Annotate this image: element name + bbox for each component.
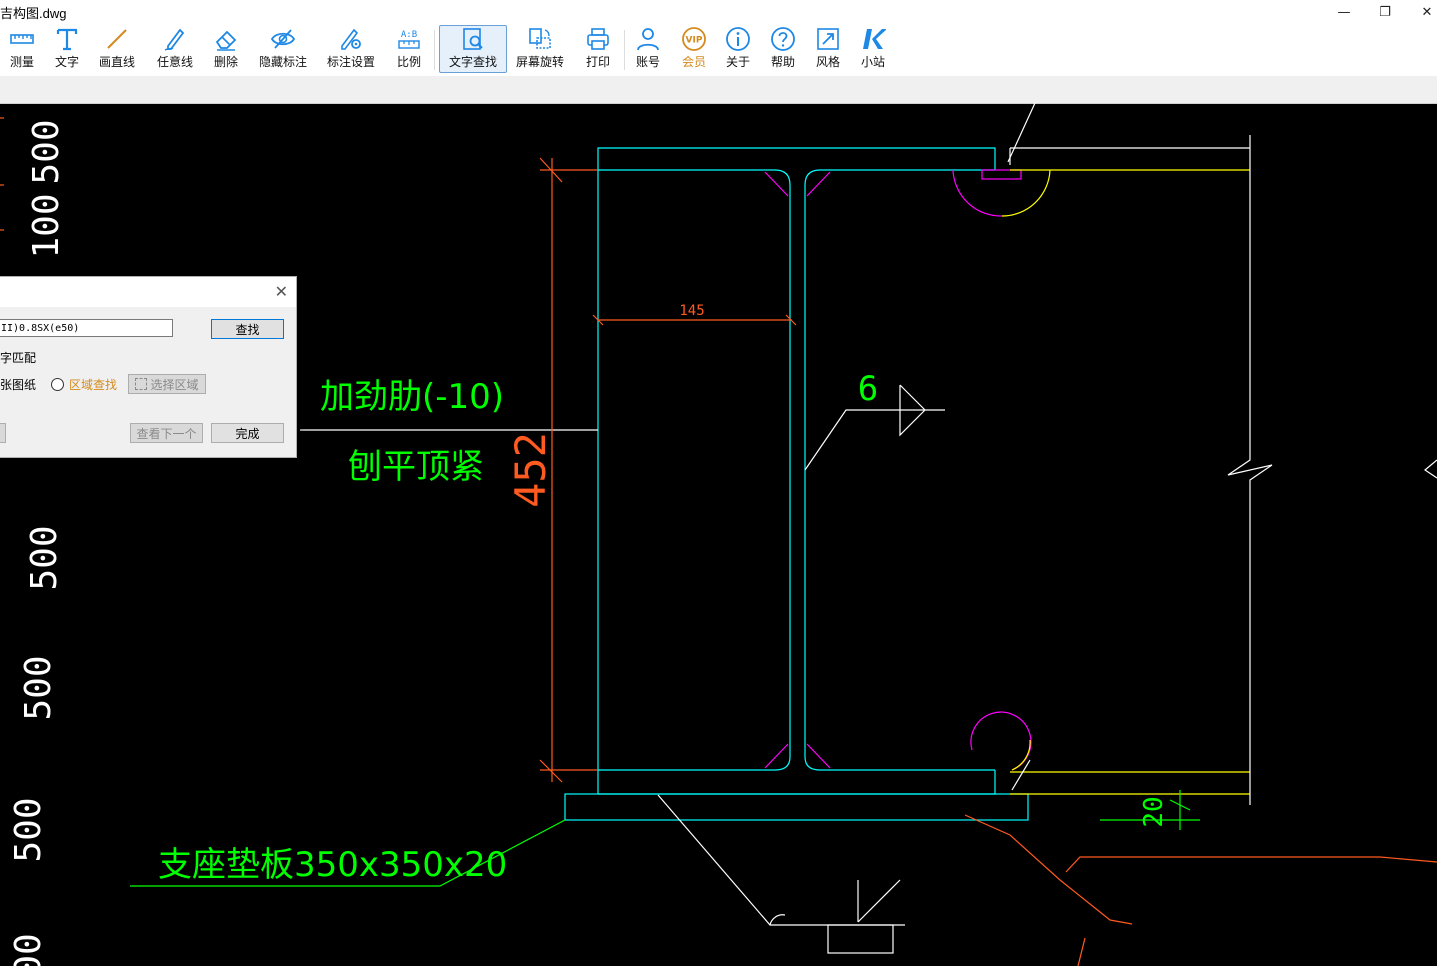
ruler-icon [10, 34, 34, 44]
left-dim-label: 100 [26, 193, 67, 258]
eraser-icon [215, 30, 237, 51]
printer-icon [587, 28, 609, 50]
minimize-button[interactable]: — [1337, 4, 1351, 20]
select-region-icon [135, 378, 148, 390]
toolbar-strip [0, 76, 1437, 104]
left-dim-label: 500 [26, 119, 67, 184]
document-search-icon [463, 28, 483, 50]
svg-text:VIP: VIP [686, 36, 703, 46]
region-search-label: 区域查找 [69, 378, 118, 392]
vip-tool-button[interactable]: VIP 会员 [676, 26, 712, 72]
previous-button[interactable] [0, 423, 6, 443]
gear-pen-icon [341, 28, 361, 50]
tool-label: 账号 [635, 55, 660, 69]
tool-label: 帮助 [770, 55, 795, 69]
tool-label: 小站 [860, 55, 885, 69]
print-tool-button[interactable]: 打印 [580, 26, 616, 72]
user-icon [637, 28, 659, 51]
tool-label: 画直线 [98, 55, 135, 69]
restore-button[interactable]: ❐ [1379, 4, 1391, 20]
left-dim-label: 00 [8, 933, 49, 966]
tool-label: 文字查找 [448, 55, 497, 69]
tool-label: 标注设置 [326, 55, 375, 69]
left-dim-label: 500 [8, 797, 49, 862]
expand-window-icon [817, 28, 839, 50]
pen-icon [164, 28, 185, 51]
text-t-icon [56, 28, 78, 51]
annotation-settings-tool-button[interactable]: 标注设置 [324, 26, 378, 72]
base-plate-label: 支座垫板350x350x20 [158, 845, 507, 885]
close-button[interactable]: ✕ [1421, 4, 1433, 20]
info-icon [726, 27, 750, 51]
screen-rotate-tool-button[interactable]: 屏幕旋转 [512, 26, 568, 72]
tool-label: 屏幕旋转 [515, 55, 564, 69]
dim-145-label: 145 [679, 303, 704, 319]
tool-label: 任意线 [156, 55, 193, 69]
tool-label: 会员 [681, 55, 706, 69]
text-tool-button[interactable]: 文字 [50, 26, 84, 72]
eye-hidden-icon [270, 29, 296, 49]
vip-badge-icon: VIP [682, 27, 706, 51]
dim-20-label: 20 [1139, 796, 1169, 827]
title-bar: 吉构图.dwg — ❐ ✕ [0, 0, 1437, 24]
k-logo-icon [863, 29, 886, 49]
hide-annotation-tool-button[interactable]: 隐藏标注 [256, 26, 310, 72]
whole-drawing-radio-label[interactable]: 整张图纸 [0, 378, 37, 392]
tool-label: 删除 [213, 55, 238, 69]
scale-ab-icon: A:B [398, 30, 420, 49]
planed-tight-label: 刨平顶紧 [348, 447, 484, 487]
account-tool-button[interactable]: 账号 [630, 26, 666, 72]
scale-tool-button[interactable]: A:B 比例 [390, 26, 428, 72]
freehand-tool-button[interactable]: 任意线 [152, 26, 198, 72]
line-icon [107, 29, 127, 49]
measure-tool-button[interactable]: 测量 [4, 26, 40, 72]
whole-word-match-checkbox[interactable]: 全字匹配 [0, 351, 37, 365]
draw-line-tool-button[interactable]: 画直线 [94, 26, 140, 72]
select-region-button[interactable]: 选择区域 [128, 374, 206, 394]
view-next-button[interactable]: 查看下一个 [130, 423, 203, 443]
tool-label: 文字 [54, 55, 79, 69]
toolbar-separator [434, 30, 435, 70]
tool-label: 风格 [815, 55, 840, 69]
left-dim-label: 500 [18, 655, 59, 720]
dim-452-label: 452 [506, 432, 555, 508]
dialog-header: ✕ [0, 277, 296, 307]
question-icon [771, 27, 795, 51]
dialog-close-icon[interactable]: ✕ [274, 282, 288, 301]
done-button[interactable]: 完成 [211, 423, 284, 443]
rotate-screen-icon [529, 28, 551, 49]
tool-label: 比例 [396, 55, 421, 69]
tool-label: 隐藏标注 [258, 55, 307, 69]
text-search-tool-button[interactable]: 文字查找 [439, 25, 507, 73]
stiffener-label: 加劲肋(-10) [320, 377, 504, 417]
tool-label: 打印 [585, 55, 610, 69]
weld-size-label: 6 [858, 369, 878, 409]
delete-tool-button[interactable]: 删除 [208, 26, 244, 72]
select-region-label: 选择区域 [150, 377, 199, 392]
drawing-canvas[interactable]: 145 452 6 20 加劲肋(-10) 刨平顶紧 支座垫板350x350x2… [0, 103, 1437, 966]
find-button[interactable]: 查找 [211, 319, 284, 339]
help-tool-button[interactable]: 帮助 [765, 26, 801, 72]
window-title: 吉构图.dwg [0, 6, 67, 21]
station-tool-button[interactable]: 小站 [855, 26, 891, 72]
toolbar-separator [624, 30, 625, 70]
style-tool-button[interactable]: 风格 [810, 26, 846, 72]
region-search-radio[interactable] [51, 378, 64, 391]
tool-label: 测量 [9, 55, 34, 69]
left-dim-label: 500 [24, 525, 65, 590]
cad-drawing: 145 452 6 20 加劲肋(-10) 刨平顶紧 支座垫板350x350x2… [0, 103, 1437, 966]
text-search-dialog: ✕ II)0.8SX(e50) 查找 全字匹配 整张图纸 区域查找 选择区域 查… [0, 276, 297, 458]
toolbar: 测量 文字 画直线 任意线 删除 隐藏标注 标注设置 A:B 比例 文字查找 屏… [0, 24, 1437, 76]
svg-text:A:B: A:B [401, 30, 417, 40]
tool-label: 关于 [725, 55, 750, 69]
search-input[interactable]: II)0.8SX(e50) [0, 319, 173, 337]
about-tool-button[interactable]: 关于 [720, 26, 756, 72]
